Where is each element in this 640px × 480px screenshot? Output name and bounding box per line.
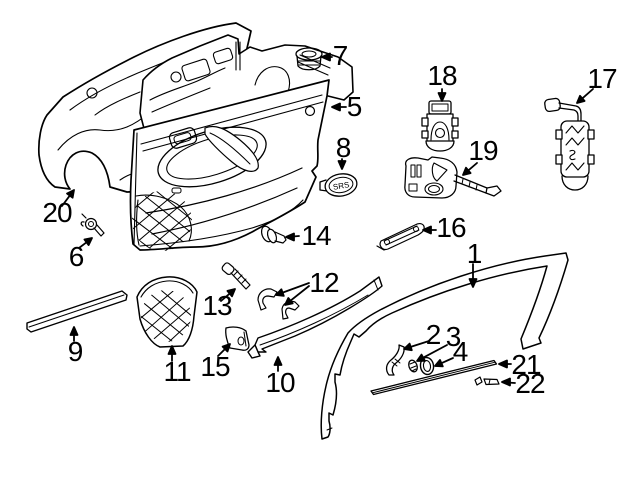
part-label-11: 11: [163, 356, 191, 387]
arrow-18: [437, 88, 447, 102]
arrow-15: [217, 343, 231, 357]
part-4-ring: [419, 356, 435, 376]
part-2-clip: [385, 344, 405, 376]
part-3-grommet: [408, 359, 418, 373]
part-label-5: 5: [346, 91, 363, 122]
part-label-13: 13: [202, 290, 232, 321]
leader-arrows: [61, 52, 594, 387]
arrow-17: [576, 88, 594, 104]
part-label-10: 10: [265, 367, 295, 398]
arrow-11: [167, 345, 177, 362]
pocket-crosshatch: [141, 290, 191, 342]
part-label-9: 9: [67, 336, 84, 367]
part-label-21: 21: [511, 349, 541, 380]
arrow-1: [468, 263, 478, 288]
arrow-20: [61, 189, 75, 207]
part-13-screw: [221, 262, 251, 290]
part-label-1: 1: [466, 238, 483, 269]
part-18-bracket: [421, 100, 459, 152]
part-16-handle-trim: [376, 223, 425, 251]
part-label-8: 8: [335, 132, 352, 163]
arrow-22: [501, 377, 516, 387]
part-label-18: 18: [427, 60, 457, 91]
part-21-belt-strip: [370, 359, 498, 396]
arrow-5: [331, 102, 347, 112]
part-label-17: 17: [587, 63, 617, 94]
part-17-lock-knob-assembly: [544, 97, 595, 191]
part-11-pocket-net: [136, 276, 198, 348]
part-9-trim-strip: [26, 290, 128, 333]
part-5-door-trim-panel: [129, 79, 330, 251]
arrow-4: [434, 357, 454, 368]
part-label-19: 19: [468, 135, 498, 166]
part-label-4: 4: [452, 336, 469, 367]
part-22-clip-strip: [474, 376, 500, 386]
part-label-3: 3: [445, 321, 462, 352]
arrow-13: [220, 288, 236, 302]
arrow-8: [337, 158, 347, 170]
part-10-lower-molding: [247, 276, 383, 359]
arrow-12a: [275, 282, 310, 297]
part-label-16: 16: [436, 212, 466, 243]
arrow-14: [285, 232, 300, 242]
part-label-15: 15: [200, 351, 230, 382]
part-label-7: 7: [332, 40, 349, 71]
part-7-cap: [295, 47, 323, 71]
arrow-7: [321, 52, 333, 62]
srs-emblem-text: SRS: [332, 180, 350, 192]
arrow-2: [403, 340, 430, 352]
part-label-2: 2: [425, 319, 442, 350]
arrow-9: [69, 326, 79, 342]
part-1-window-frame: [320, 252, 569, 440]
part-label-6: 6: [68, 241, 85, 272]
part-15-bracket: [225, 326, 250, 351]
arrow-6: [78, 237, 93, 249]
part-14-push-pin: [260, 225, 287, 244]
part-label-20: 20: [42, 197, 72, 228]
part-label-22: 22: [515, 368, 545, 399]
arrow-3: [416, 344, 448, 362]
arrow-12b: [284, 285, 310, 306]
part-label-12: 12: [309, 267, 339, 298]
part-label-14: 14: [301, 220, 331, 251]
arrow-19: [462, 162, 478, 176]
speaker-grille-crosshatch: [132, 191, 192, 251]
part-19-latch-assembly: [404, 156, 502, 199]
arrow-10: [273, 356, 283, 372]
arrow-21: [498, 359, 512, 369]
part-8-srs-emblem: SRS: [319, 173, 358, 197]
part-6-clip: [80, 213, 105, 237]
arrow-16: [422, 225, 437, 235]
